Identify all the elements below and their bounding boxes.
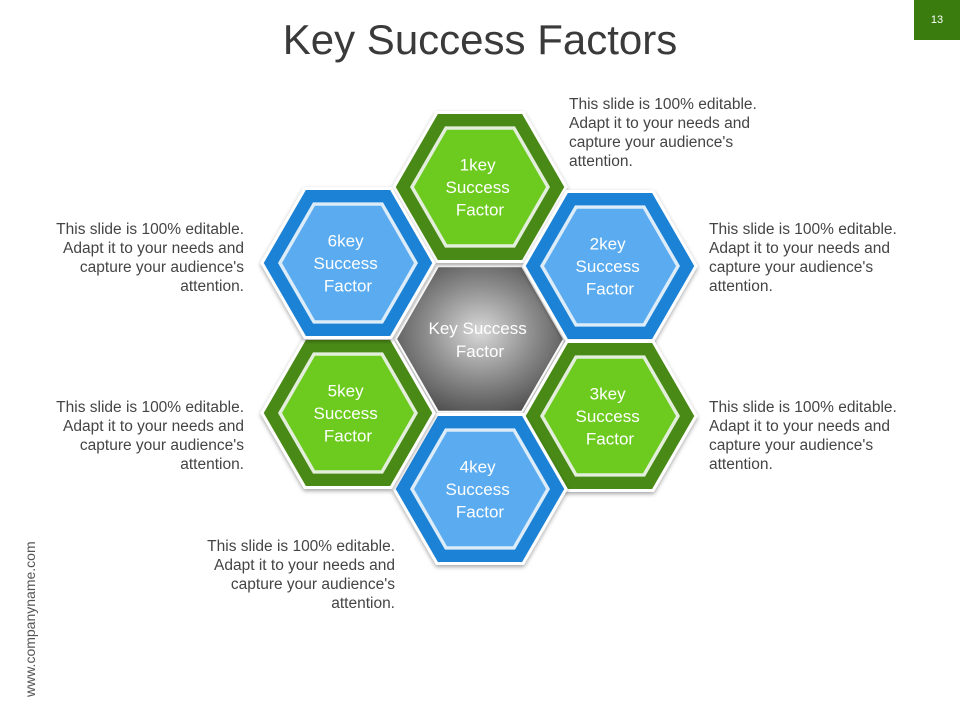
factor-5-label: 5key Success Factor bbox=[314, 382, 383, 446]
factor-hexagon-4: 4key Success Factor bbox=[392, 413, 568, 565]
factor-6-label: 6key Success Factor bbox=[314, 232, 383, 296]
center-hexagon-label: Key Success Factor bbox=[429, 319, 532, 361]
factor-6-inner-shape bbox=[282, 205, 414, 321]
center-label-line-2: Factor bbox=[456, 342, 505, 361]
factor-2-inner-shape bbox=[544, 208, 676, 324]
factor-hexagon-1: 1key Success Factor bbox=[392, 111, 568, 263]
center-label-line-1: Key Success bbox=[429, 319, 527, 338]
factor-4-line-2: Success bbox=[446, 480, 510, 499]
factor-3-line-3: Factor bbox=[586, 430, 635, 449]
factor-4-description: This slide is 100% editable. Adapt it to… bbox=[207, 538, 395, 612]
factor-4-line-1: 4key bbox=[460, 458, 496, 477]
factor-6-line-3: Factor bbox=[324, 277, 373, 296]
page-number-badge: 13 bbox=[914, 0, 960, 40]
factor-5-line-3: Factor bbox=[324, 427, 373, 446]
factor-5-line-2: Success bbox=[314, 404, 378, 423]
factor-1-inner-shape bbox=[414, 129, 546, 245]
factor-4-line-3: Factor bbox=[456, 503, 505, 522]
page-title: Key Success Factors bbox=[282, 16, 678, 63]
factor-3-inner-shape bbox=[544, 358, 676, 474]
center-hexagon: Key Success Factor bbox=[394, 265, 566, 413]
factor-1-description: This slide is 100% editable. Adapt it to… bbox=[569, 96, 757, 170]
factor-6-line-2: Success bbox=[314, 254, 378, 273]
factor-hexagon-2: 2key Success Factor bbox=[522, 190, 698, 342]
factor-hexagon-6: 6key Success Factor bbox=[260, 187, 436, 339]
factor-2-description: This slide is 100% editable. Adapt it to… bbox=[709, 221, 897, 295]
factor-2-line-2: Success bbox=[576, 257, 640, 276]
factor-2-line-1: 2key bbox=[590, 235, 626, 254]
factor-6-line-1: 6key bbox=[328, 232, 364, 251]
factor-1-label: 1key Success Factor bbox=[446, 156, 515, 220]
factor-5-inner-shape bbox=[282, 355, 414, 471]
factor-1-line-2: Success bbox=[446, 178, 510, 197]
factor-1-line-3: Factor bbox=[456, 201, 505, 220]
center-hexagon-shape bbox=[394, 265, 566, 413]
factor-4-inner-shape bbox=[414, 431, 546, 547]
factor-5-description: This slide is 100% editable. Adapt it to… bbox=[56, 399, 244, 473]
factor-6-description: This slide is 100% editable. Adapt it to… bbox=[56, 221, 244, 295]
factor-3-line-2: Success bbox=[576, 407, 640, 426]
factor-2-line-3: Factor bbox=[586, 280, 635, 299]
factor-3-label: 3key Success Factor bbox=[576, 385, 645, 449]
factor-3-line-1: 3key bbox=[590, 385, 626, 404]
factor-4-label: 4key Success Factor bbox=[446, 458, 515, 522]
factor-5-line-1: 5key bbox=[328, 382, 364, 401]
factor-3-description: This slide is 100% editable. Adapt it to… bbox=[709, 399, 897, 473]
factor-1-line-1: 1key bbox=[460, 156, 496, 175]
factor-2-label: 2key Success Factor bbox=[576, 235, 645, 299]
